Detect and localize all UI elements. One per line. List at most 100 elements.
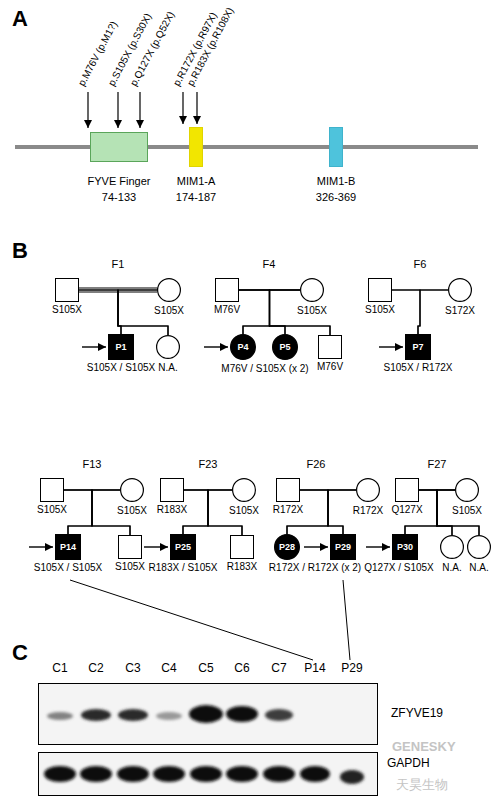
affected-male: P29R172X / R172X (x 2) [330, 534, 356, 560]
proband-arrow [379, 346, 403, 347]
blot-membrane [38, 752, 378, 796]
symbol-id: P29 [335, 542, 351, 552]
domain-box: MIM1-A174-187 [189, 127, 203, 167]
pedigree-line [79, 290, 121, 334]
mutation-arrow [117, 92, 118, 128]
proband-arrow [82, 346, 106, 347]
blot-band [190, 766, 222, 782]
symbol-id: P4 [237, 342, 248, 352]
female-symbol: S105X [120, 478, 144, 502]
genotype-label: M76V [214, 304, 240, 316]
genotype-label: S105X / S105X [34, 562, 102, 574]
genotype-label: N.A. [158, 362, 177, 374]
symbol-id: P28 [279, 542, 295, 552]
circle-shape [273, 335, 298, 360]
blot-membrane [38, 683, 378, 745]
circle-outline [467, 535, 491, 559]
protein-label: GAPDH [387, 757, 430, 771]
affected-male: P7S105X / R172X [405, 334, 431, 360]
circle-outline [440, 535, 464, 559]
protein-backbone [15, 145, 478, 149]
lane-label: C2 [88, 662, 103, 676]
pedigree-line [328, 490, 356, 534]
blot-band [340, 770, 364, 784]
mutation-arrow [182, 92, 183, 124]
male-symbol: S105X [118, 535, 142, 559]
blot-band [81, 709, 111, 721]
circle-shape [468, 536, 491, 559]
lane-label: C7 [271, 662, 286, 676]
female-symbol: S172X [448, 278, 472, 302]
pedigree-connector [79, 290, 121, 334]
affected-male: P30Q127X / S105X [392, 534, 418, 560]
affected-female: P5 [272, 334, 298, 360]
panel-letter: B [12, 238, 28, 263]
leader-line [70, 580, 313, 660]
lane-label: P29 [341, 662, 362, 676]
genotype-label: S172X [445, 305, 475, 317]
circle-outline [157, 278, 181, 302]
blot-band [153, 766, 185, 782]
symbol-id: P25 [175, 542, 191, 552]
lane-label: C6 [234, 662, 249, 676]
male-symbol: M76V [318, 335, 342, 359]
family-label: F27 [428, 458, 447, 471]
pedigree-line [270, 290, 301, 334]
blot-band [80, 766, 112, 782]
blot-panel: GAPDH [38, 752, 378, 796]
male-symbol: S105X [368, 278, 392, 302]
lane-label: C3 [125, 662, 140, 676]
family-label: F23 [199, 458, 218, 471]
genotype-label: Q127X / S105X [364, 562, 434, 574]
circle-shape [275, 535, 300, 560]
genotype-label: R172X [353, 505, 384, 517]
male-symbol: M76V [215, 278, 239, 302]
circle-outline [356, 478, 380, 502]
female-symbol: N.A. [440, 535, 464, 559]
panel-letter: C [12, 640, 28, 665]
blot-band [44, 766, 76, 782]
domain-box: MIM1-B326-369 [329, 127, 343, 167]
female-symbol: S105X [232, 478, 256, 502]
domain-label: MIM1-A [177, 175, 216, 188]
pedigree-connector [418, 290, 448, 334]
proband-arrow [204, 346, 228, 347]
blot-panel: ZFYVE19 [38, 683, 378, 745]
male-symbol: R183X [230, 535, 254, 559]
family-label: F26 [307, 458, 326, 471]
symbol-id: P5 [279, 342, 290, 352]
blot-band [117, 766, 149, 782]
genotype-label: S105X [229, 505, 259, 517]
pedigree-connector [118, 290, 157, 334]
pedigree-connector [392, 290, 420, 334]
domain-label: MIM1-B [317, 175, 356, 188]
genotype-label: S105X [117, 505, 147, 517]
genotype-label: S105X [297, 305, 327, 317]
genotype-label: S105X [154, 305, 184, 317]
pedigree-connector [243, 290, 300, 334]
pedigree-line [68, 490, 120, 534]
male-symbol: R172X [276, 478, 300, 502]
genotype-label: M76V [317, 361, 343, 373]
female-symbol: S105X [455, 478, 479, 502]
blot-band [265, 709, 293, 721]
genotype-label: S105X / R172X [384, 362, 453, 374]
genotype-label: R172X [273, 504, 304, 516]
blot-band [156, 712, 182, 720]
pedigree-line [419, 490, 452, 535]
circle-outline [455, 478, 479, 502]
lane-label: C5 [198, 662, 213, 676]
symbol-id: P1 [115, 342, 126, 352]
protein-label: ZFYVE19 [391, 707, 443, 721]
pedigree-connector [270, 290, 301, 334]
pedigree-line [79, 287, 157, 288]
affected-female: P4M76V / S105X (x 2) [230, 334, 256, 360]
leader-line [343, 580, 350, 660]
affected-male: P1S105X / S105X [108, 334, 134, 360]
proband-arrow [304, 546, 328, 547]
circle-outline [232, 478, 256, 502]
genotype-label: R183X / S105X [149, 562, 218, 574]
mutation-arrow [139, 92, 140, 128]
